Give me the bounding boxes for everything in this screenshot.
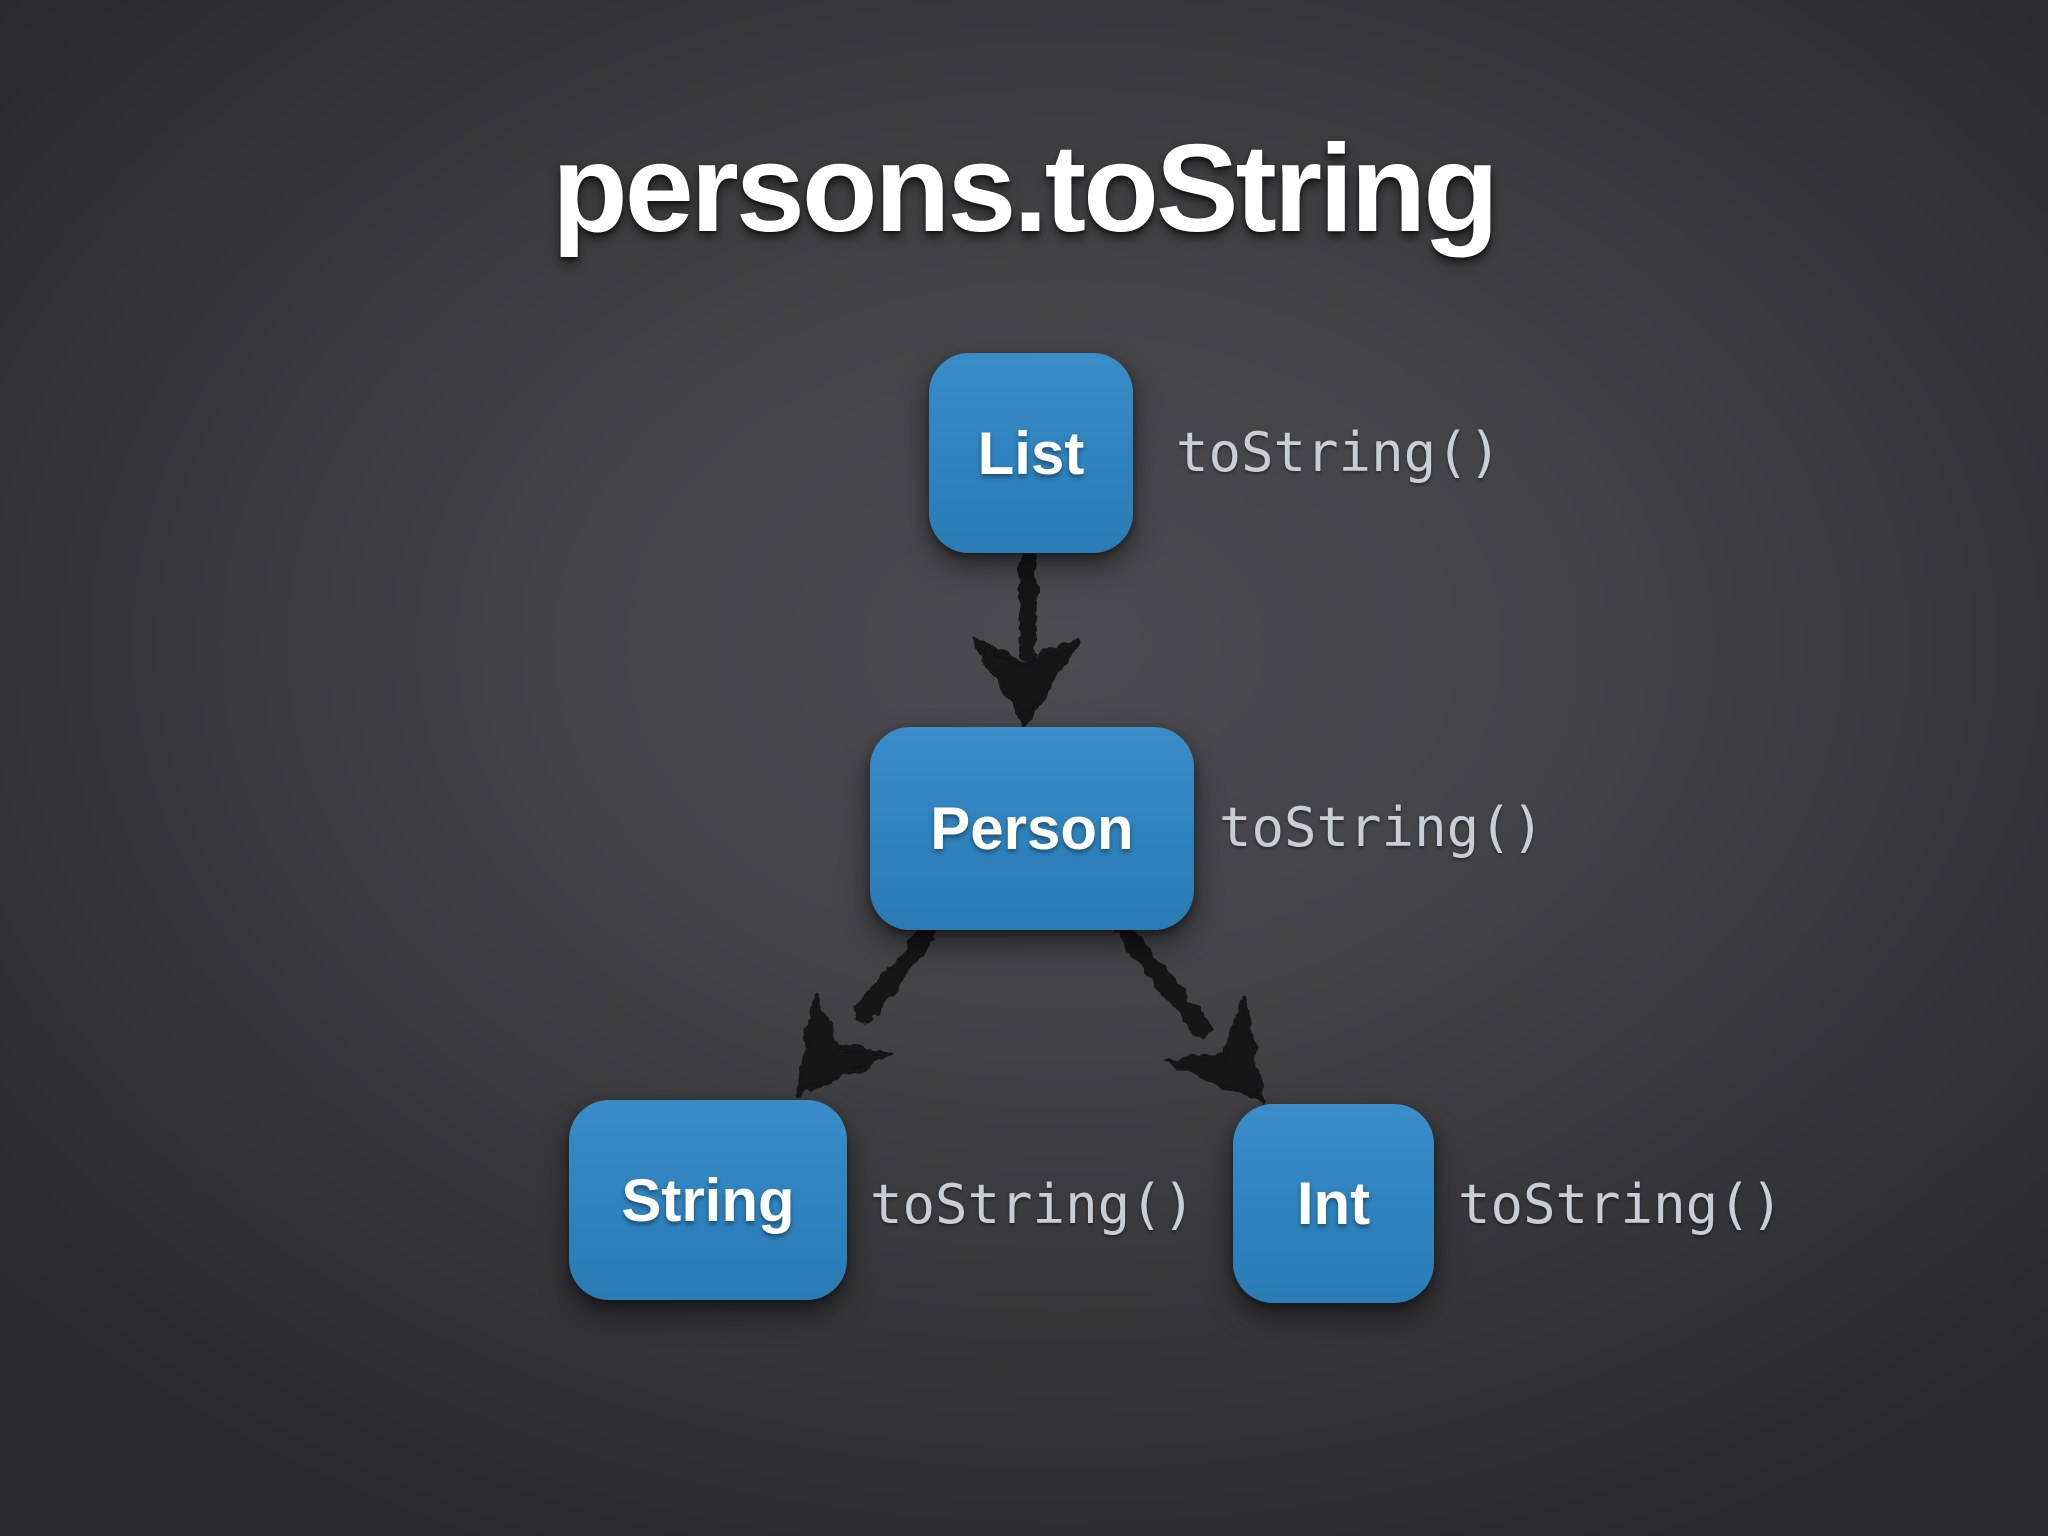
method-label-string: toString() <box>870 1173 1196 1236</box>
arrow-person-to-string <box>795 915 943 1098</box>
method-label-list: toString() <box>1176 421 1502 484</box>
node-list: List <box>929 353 1133 553</box>
node-person-label: Person <box>930 795 1134 862</box>
method-label-person: toString() <box>1219 796 1545 859</box>
method-label-int: toString() <box>1458 1173 1784 1236</box>
node-string-label: String <box>621 1166 795 1234</box>
node-int: Int <box>1233 1104 1434 1303</box>
node-list-label: List <box>977 419 1085 487</box>
arrow-person-to-int <box>1109 915 1265 1105</box>
slide-title: persons.toString <box>551 120 1499 258</box>
node-person: Person <box>870 727 1194 930</box>
node-string: String <box>569 1100 847 1300</box>
arrow-list-to-person <box>971 547 1081 727</box>
node-int-label: Int <box>1296 1170 1371 1237</box>
